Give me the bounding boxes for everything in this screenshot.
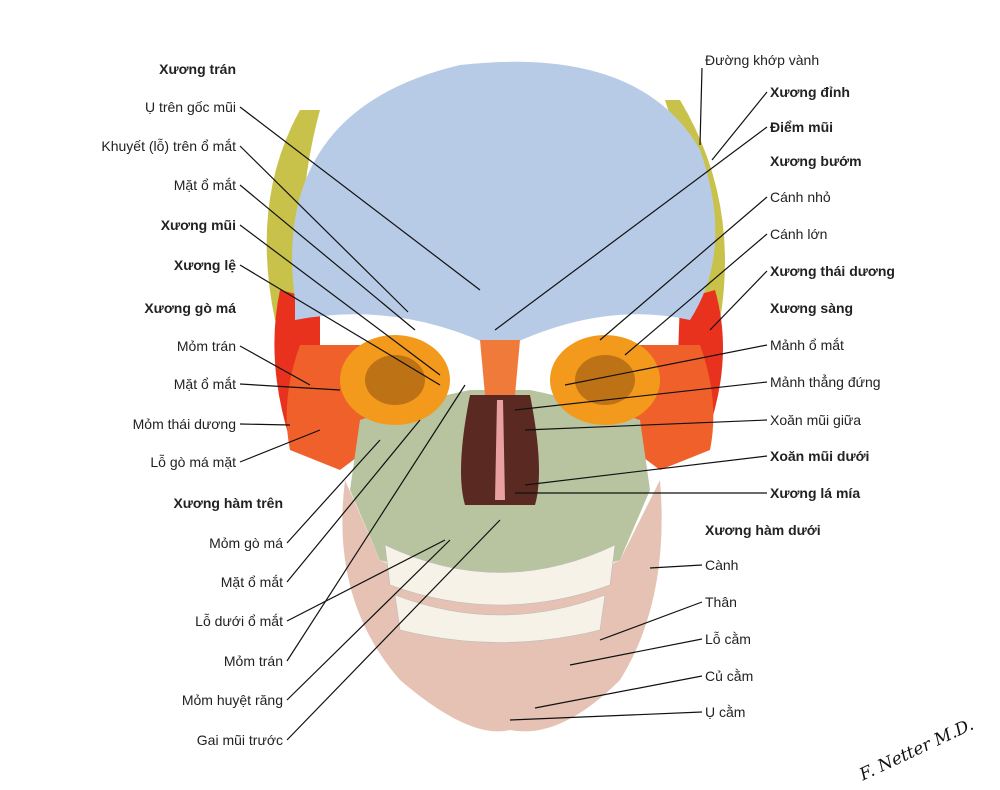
label-right: Mảnh ổ mắt: [770, 337, 844, 353]
label-left: Xương mũi: [160, 217, 236, 233]
leader-line: [239, 145, 409, 313]
label-right: Thân: [705, 594, 737, 610]
leader-line: [239, 224, 441, 376]
label-left: Mặt ổ mắt: [173, 376, 236, 392]
label-right: Mảnh thẳng đứng: [770, 374, 881, 390]
nasal-bone: [480, 340, 520, 395]
label-left: Xương lệ: [173, 257, 236, 273]
label-right: Củ cằm: [705, 668, 754, 684]
leader-line: [239, 429, 321, 463]
label-right: Đường khớp vành: [705, 52, 820, 68]
label-left: Lỗ dưới ổ mắt: [195, 613, 283, 629]
frontal-bone: [292, 61, 716, 351]
leader-line: [711, 91, 768, 161]
label-right: Xương hàm dưới: [705, 522, 821, 538]
leader-line: [286, 539, 446, 622]
leader-line: [564, 344, 768, 386]
leader-lines: [239, 67, 768, 741]
label-right: Điểm mũi: [770, 119, 834, 135]
label-left: Xương gò má: [144, 300, 236, 316]
label-left: Xương hàm trên: [173, 495, 283, 511]
leader-line: [709, 270, 768, 331]
label-left: Mặt ổ mắt: [173, 177, 236, 193]
leader-line: [599, 601, 703, 641]
leader-line: [239, 184, 416, 331]
label-right: Ụ cằm: [705, 704, 746, 720]
leader-line: [699, 67, 703, 146]
label-left: Mỏm gò má: [209, 535, 283, 551]
label-right: Lỗ cằm: [705, 631, 751, 647]
leader-line: [524, 455, 768, 486]
leader-line: [494, 126, 768, 331]
leader-line: [524, 419, 768, 431]
leader-line: [239, 423, 291, 426]
teeth: [384, 544, 616, 643]
leader-line: [239, 383, 341, 391]
leader-line: [534, 675, 703, 709]
leader-line: [239, 264, 441, 386]
leader-line: [649, 564, 703, 569]
leader-line: [569, 638, 703, 666]
label-left: Lỗ gò má mặt: [150, 454, 236, 470]
label-right: Xương sàng: [770, 300, 854, 316]
label-left: Ụ trên gốc mũi: [144, 99, 236, 115]
label-left: Mỏm huyệt răng: [181, 692, 283, 708]
label-left: Mỏm trán: [223, 653, 283, 669]
label-right: Cánh lớn: [770, 226, 828, 242]
label-right: Xoăn mũi dưới: [770, 448, 870, 464]
label-right: Xương đỉnh: [770, 84, 850, 100]
leader-line: [514, 381, 768, 411]
leader-line: [286, 419, 421, 583]
label-left: Mỏm trán: [176, 338, 236, 354]
leader-line: [239, 345, 311, 386]
label-right: Xương lá mía: [770, 485, 861, 501]
label-right: Xương thái dương: [770, 263, 895, 279]
parietal-bone-left: [266, 110, 320, 330]
label-left: Gai mũi trước: [196, 732, 283, 748]
leader-line: [286, 384, 466, 662]
label-left: Mặt ổ mắt: [220, 574, 283, 590]
leader-line: [286, 539, 451, 701]
leader-line: [286, 519, 501, 741]
label-right: Xương bướm: [770, 153, 862, 169]
leader-line: [509, 711, 703, 721]
label-left: Khuyết (lỗ) trên ổ mắt: [101, 138, 236, 154]
leader-line: [239, 106, 481, 291]
label-left: Mỏm thái dương: [132, 416, 236, 432]
leader-line: [599, 196, 768, 341]
label-right: Cành: [705, 557, 739, 573]
mandible: [342, 480, 662, 732]
label-right: Xoăn mũi giữa: [770, 412, 862, 428]
leader-line: [286, 439, 381, 544]
leader-line: [624, 233, 768, 356]
label-left: Xương trán: [159, 61, 236, 77]
label-right: Cánh nhỏ: [770, 189, 831, 205]
